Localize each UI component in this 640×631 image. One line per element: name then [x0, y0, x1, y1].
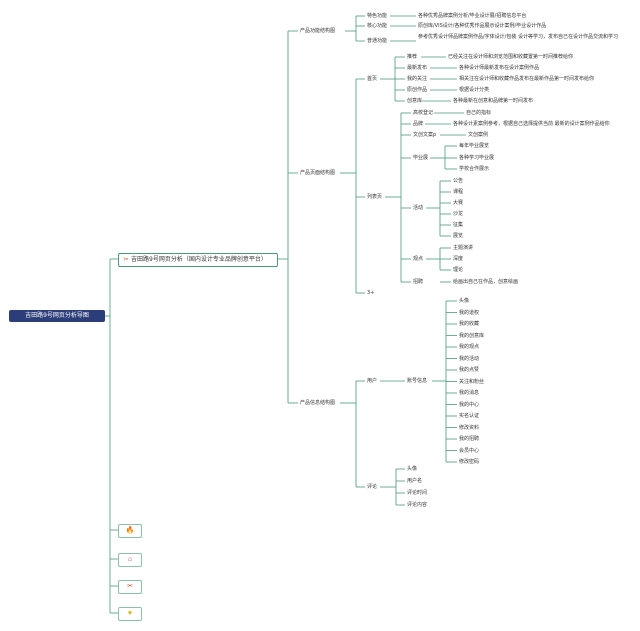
node-special[interactable]: 特色功能	[367, 13, 388, 19]
node-view-item[interactable]: 主题演讲	[453, 245, 474, 251]
node-grad-item[interactable]: 学校合作展示	[459, 166, 490, 172]
node-activity[interactable]: 活动	[413, 205, 424, 211]
node-account-item[interactable]: 我的点赞	[459, 367, 480, 373]
node-recruit-desc: 给画出自己在作品，创意绘画	[453, 279, 519, 285]
node-home[interactable]: 首页	[367, 76, 378, 82]
node-view[interactable]: 观点	[413, 256, 424, 262]
node-account-item[interactable]: 修改密码	[459, 459, 480, 465]
node-home-item-desc: 各种最新在创意和品牌第一时间发布	[453, 98, 534, 104]
node-list[interactable]: 列表页	[367, 194, 383, 200]
home-icon[interactable]: ⌂	[118, 553, 142, 567]
heart-icon[interactable]: ♥	[118, 607, 142, 621]
node-home-item[interactable]: 创意库	[407, 98, 423, 104]
node-account-item[interactable]: 关注和粉丝	[459, 378, 485, 385]
node-grad-item[interactable]: 每年毕业展览	[459, 143, 490, 149]
node-home-item-desc: 各种设计师最新发布在设计案例作品	[459, 65, 540, 71]
node-activity-item[interactable]: 征集	[453, 222, 464, 228]
node-activity-item[interactable]: 课程	[453, 189, 464, 195]
node-comment-item[interactable]: 头像	[407, 466, 418, 472]
node-func-structure[interactable]: 产品功能结构图	[300, 28, 336, 34]
node-home-item[interactable]: 我的关注	[407, 76, 428, 82]
node-account-item[interactable]: 我的中心	[459, 401, 480, 408]
node-account-item[interactable]: 我的创意库	[459, 332, 485, 339]
node-grad[interactable]: 毕业展	[413, 155, 429, 161]
node-account-item[interactable]: 会员中心	[459, 447, 480, 454]
node-comment-item[interactable]: 用户名	[407, 478, 423, 484]
node-comment[interactable]: 评论	[367, 484, 378, 490]
node-account-item[interactable]: 我的活动	[459, 355, 480, 362]
node-home-item[interactable]: 原创作品	[407, 87, 428, 93]
node-account-item[interactable]: 我的收藏	[459, 321, 480, 327]
tools-icon[interactable]: ✂	[118, 580, 142, 594]
node-more[interactable]: 3+	[367, 290, 375, 296]
main-topic-node[interactable]: ✂吉田路9号网页分析（国内设计专业品牌创意平台）	[118, 253, 278, 267]
node-brand[interactable]: 品牌	[413, 121, 424, 127]
node-recruit[interactable]: 招聘	[413, 279, 424, 285]
node-comment-item[interactable]: 评论时间	[407, 490, 428, 496]
node-signin[interactable]: 高校登记	[413, 110, 434, 116]
node-view-item[interactable]: 理论	[453, 267, 464, 273]
node-user[interactable]: 用户	[367, 378, 378, 384]
node-core[interactable]: 核心功能	[367, 23, 388, 29]
node-special-desc: 各种优秀品牌案例分析/毕业设计展/招聘信息平台	[418, 13, 527, 19]
node-brand-desc: 各种设计素案例参考，根据自己选择提供当前 最新的设计案例作品给你	[453, 121, 610, 127]
node-general[interactable]: 普通功能	[367, 38, 388, 44]
node-activity-item[interactable]: 公告	[453, 178, 464, 184]
node-article[interactable]: 文创文案p	[413, 132, 437, 138]
fire-icon[interactable]: 🔥	[118, 524, 142, 538]
node-account-item[interactable]: 我的招聘	[459, 436, 480, 442]
node-account-item[interactable]: 我的道权	[459, 309, 480, 316]
node-core-desc: 原创库/VIS设计/各种优秀作品展示设计案例/毕业设计作品	[418, 23, 547, 29]
node-page-structure[interactable]: 产品页面结构图	[300, 170, 336, 176]
node-grad-item[interactable]: 各种学习毕业展	[459, 155, 495, 161]
node-account-item[interactable]: 修改资料	[459, 424, 480, 431]
node-info-structure[interactable]: 产品信息结构图	[300, 400, 336, 406]
node-activity-item[interactable]: 展览	[453, 233, 464, 239]
node-home-item-desc: 已经关注在设计师和浏览范围和收藏置第一时间推荐给你	[448, 54, 574, 60]
node-general-desc: 参考优秀设计师品牌案例作品/字体设计/包装 设计等学习，发布自己在设计作品交流和…	[418, 34, 618, 40]
node-view-item[interactable]: 深度	[453, 256, 464, 262]
node-article-desc: 文创案例	[468, 132, 489, 138]
node-home-item-desc: 根据设计分类	[459, 87, 490, 93]
main-topic-label: 吉田路9号网页分析（国内设计专业品牌创意平台）	[131, 256, 267, 263]
root-node[interactable]: 吉田路9号网页分析导图	[9, 310, 105, 322]
node-activity-item[interactable]: 沙龙	[453, 211, 464, 217]
node-account[interactable]: 账号信息	[407, 378, 428, 384]
node-home-item[interactable]: 推荐	[407, 54, 418, 60]
node-account-item[interactable]: 我的观点	[459, 344, 480, 350]
tools-icon: ✂	[123, 256, 129, 263]
node-signin-desc: 自己的指标	[466, 110, 492, 116]
node-activity-item[interactable]: 大赛	[453, 200, 464, 206]
node-home-item[interactable]: 最新发布	[407, 65, 428, 71]
node-account-item[interactable]: 实名认证	[459, 413, 480, 419]
node-account-item[interactable]: 头像	[459, 298, 470, 304]
node-home-item-desc: 相关注在设计师和收藏作品发布在最新作品第一时间发布给你	[459, 76, 595, 82]
node-comment-item[interactable]: 评论内容	[407, 502, 428, 508]
node-account-item[interactable]: 我的消息	[459, 390, 480, 396]
